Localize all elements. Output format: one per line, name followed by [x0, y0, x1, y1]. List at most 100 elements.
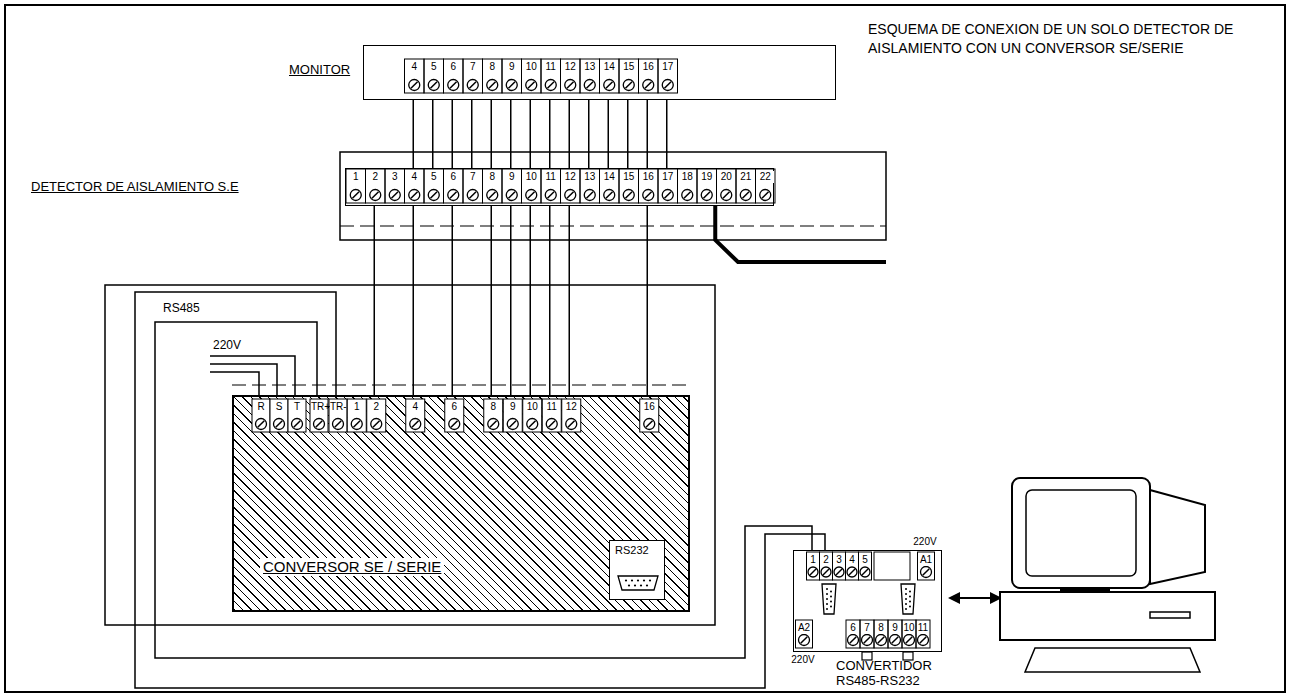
- terminal-number: A1: [919, 554, 934, 566]
- terminal-number: 11: [542, 171, 560, 183]
- terminal-screw: [921, 567, 932, 578]
- terminal-screw: [314, 419, 325, 430]
- terminal-screw: [662, 190, 673, 201]
- screw-slot: [810, 569, 816, 575]
- screw-slot: [606, 192, 613, 199]
- pin-dot: [826, 598, 828, 600]
- wire: [452, 100, 454, 168]
- terminal-screw: [370, 190, 381, 201]
- terminal-cell: [310, 399, 328, 432]
- terminal-cell: [639, 169, 659, 203]
- terminal-number: 4: [407, 401, 424, 413]
- terminal-screw: [507, 419, 518, 430]
- pin-dot: [643, 579, 645, 581]
- terminal-screw: [488, 419, 499, 430]
- terminal-screw: [506, 190, 517, 201]
- terminal-cell: [366, 169, 386, 203]
- terminal-cell: [807, 552, 820, 580]
- wire: [413, 100, 415, 168]
- wire: [530, 100, 532, 168]
- screw-slot: [836, 569, 842, 575]
- terminal-cell: [522, 59, 542, 93]
- terminal-number: 4: [406, 171, 424, 183]
- screw-slot: [411, 192, 418, 199]
- terminal-screw: [448, 80, 459, 91]
- screw-slot: [450, 192, 457, 199]
- screw-slot: [906, 637, 913, 644]
- node-title: CONVERTIDOR RS485-RS232: [836, 658, 948, 688]
- dashed-line: [340, 225, 886, 226]
- terminal-number: 1: [348, 401, 365, 413]
- terminal-cell: [658, 169, 678, 203]
- terminal-screw: [644, 419, 655, 430]
- wire: [530, 206, 532, 395]
- terminal-number: 8: [485, 401, 502, 413]
- wire: [569, 100, 571, 168]
- terminal-screw: [292, 419, 303, 430]
- terminal-screw: [256, 419, 267, 430]
- screw-slot: [469, 82, 476, 89]
- screw-slot: [489, 192, 496, 199]
- wire-label: 220V: [212, 338, 242, 352]
- terminal-screw: [701, 190, 712, 201]
- wire: [374, 206, 376, 395]
- screw-slot: [849, 569, 855, 575]
- terminal-screw: [860, 567, 870, 577]
- terminal-screw: [565, 190, 576, 201]
- terminal-screw: [799, 635, 810, 646]
- terminal-cell: [736, 169, 756, 203]
- terminal-cell: [252, 399, 270, 432]
- page-frame: [5, 5, 1285, 692]
- converter-housing: [105, 285, 715, 625]
- terminal-cell: [523, 399, 542, 432]
- screw-slot: [567, 192, 574, 199]
- terminal-screw: [371, 419, 382, 430]
- terminal-screw: [546, 419, 557, 430]
- screw-slot: [412, 421, 419, 428]
- terminal-screw: [918, 635, 929, 646]
- terminal-cell: [483, 59, 503, 93]
- terminal-number: 22: [757, 171, 775, 183]
- terminal-screw: [566, 419, 577, 430]
- screw-slot: [862, 569, 868, 575]
- pin-dot: [909, 606, 911, 608]
- screw-slot: [529, 421, 536, 428]
- terminal-number: 10: [903, 622, 915, 634]
- terminal-number: TR-: [330, 401, 346, 413]
- wire: [452, 206, 454, 395]
- wire: [627, 100, 629, 168]
- screw-slot: [430, 192, 437, 199]
- terminal-screw: [527, 419, 538, 430]
- screw-slot: [509, 421, 516, 428]
- terminal-cell: [846, 620, 860, 648]
- terminal-screw: [467, 80, 478, 91]
- terminal-screw: [409, 80, 420, 91]
- terminal-number: 13: [581, 61, 599, 73]
- terminal-number: 1: [808, 554, 819, 566]
- pin-dot: [905, 603, 907, 605]
- pin-dot: [830, 596, 832, 598]
- detector-strip: DETECTOR DE AISLAMIENTO S.E1234567891011…: [345, 168, 774, 206]
- terminal-number: 4: [406, 61, 424, 73]
- screw-slot: [762, 192, 769, 199]
- terminal-screw: [428, 190, 439, 201]
- terminal-screw: [821, 567, 831, 577]
- screw-slot: [645, 192, 652, 199]
- detector-housing: [340, 152, 886, 240]
- terminal-cell: [463, 169, 483, 203]
- screw-slot: [646, 421, 653, 428]
- terminal-cell: [385, 169, 405, 203]
- terminal-screw: [448, 190, 459, 201]
- terminal-cell: [640, 399, 659, 432]
- terminal-screw: [740, 190, 751, 201]
- pc-keyboard: [1025, 648, 1200, 672]
- screw-slot: [547, 192, 554, 199]
- terminal-number: 19: [698, 171, 716, 183]
- terminal-number: 2: [367, 171, 385, 183]
- pin-dot: [826, 588, 828, 590]
- terminal-screw: [834, 567, 844, 577]
- terminal-cell: [562, 399, 581, 432]
- wire: [549, 100, 551, 168]
- terminal-cell: [502, 59, 522, 93]
- terminal-screw: [808, 567, 818, 577]
